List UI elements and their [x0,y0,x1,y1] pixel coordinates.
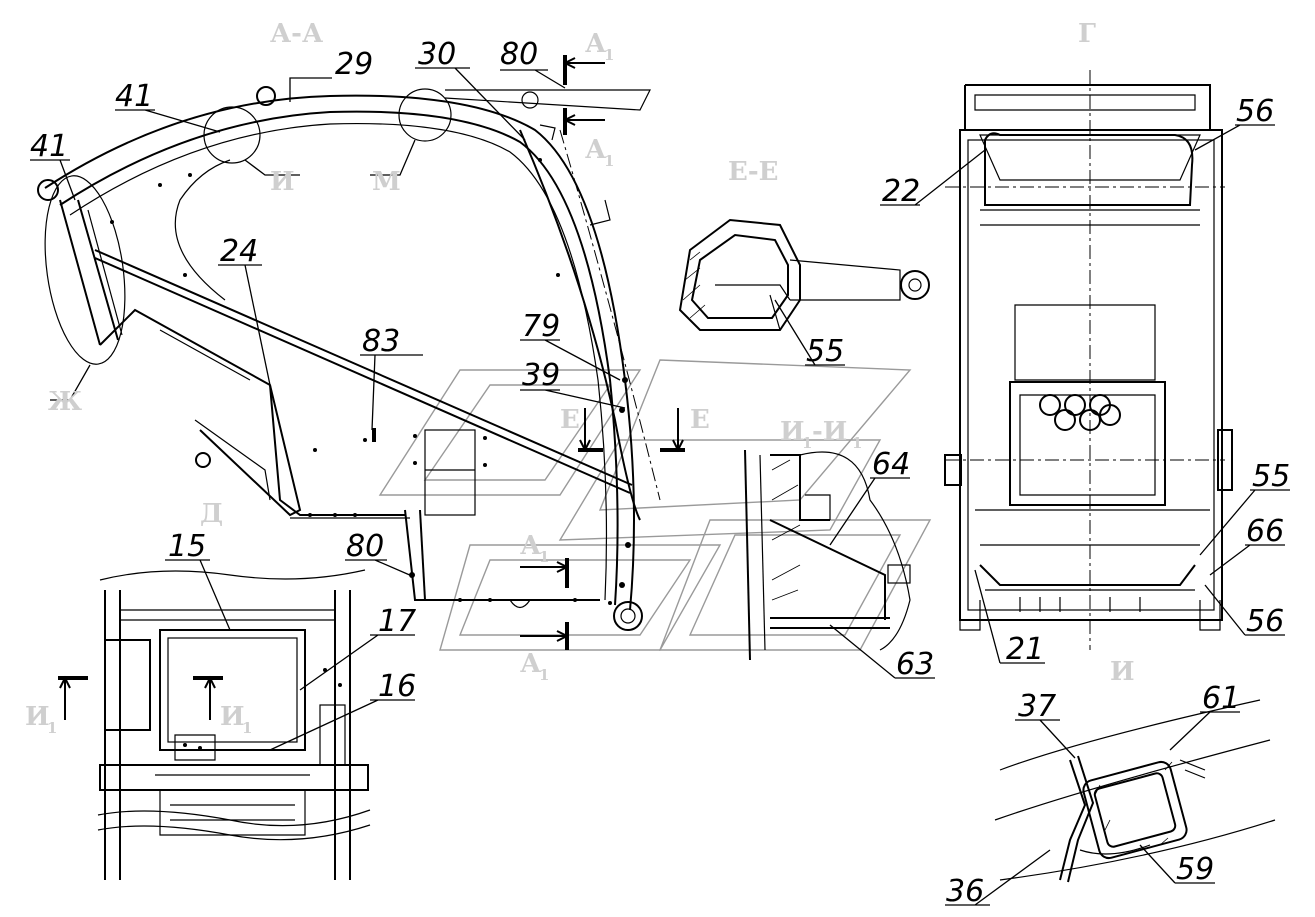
svg-text:И: И [780,417,805,447]
part-37: 37 [1018,689,1056,724]
svg-text:1: 1 [242,719,252,737]
part-55-g: 55 [1252,459,1290,494]
detail-m-circle [398,88,452,142]
svg-text:1: 1 [852,434,862,452]
cut-e-left-label: Е [560,405,580,435]
section-aa-label: А-А [270,19,323,49]
detail-m-callout-label: М [372,167,401,197]
detail-i-callout-label: И [270,167,295,197]
part-41-a: 41 [115,79,153,114]
part-36: 36 [946,874,984,909]
detail-i-view [994,699,1276,883]
svg-text:А: А [585,29,606,59]
detail-zh-callout-label: Ж [48,387,82,417]
part-66: 66 [1246,514,1284,549]
svg-text:1: 1 [604,152,614,170]
svg-text:1: 1 [539,666,549,684]
svg-text:А: А [520,531,541,561]
part-79: 79 [522,309,560,344]
part-16: 16 [378,669,416,704]
part-21: 21 [1006,632,1044,667]
part-56-bottom: 56 [1246,604,1284,639]
cutting-plane-markers [58,55,685,720]
part-80-bottom: 80 [346,529,384,564]
svg-text:-И: -И [812,417,847,447]
view-d [97,569,371,880]
svg-text:1: 1 [47,719,57,737]
svg-text:1: 1 [539,548,549,566]
part-41-b: 41 [30,129,68,164]
part-55-ee: 55 [806,334,844,369]
svg-text:И: И [220,702,245,732]
section-aa-view [37,86,661,631]
detail-i-label: И [1110,657,1135,687]
svg-text:А: А [585,135,606,165]
svg-text:И: И [25,702,50,732]
section-ee-label: Е-Е [728,157,778,187]
leader-lines [30,67,1290,906]
part-56-top: 56 [1236,94,1274,129]
part-61: 61 [1202,681,1240,716]
watermark-logo [378,359,932,651]
part-59: 59 [1176,852,1214,887]
section-i1i1-label: И 1 -И 1 [780,417,862,452]
view-d-label: Д [200,499,223,529]
section-ee-view [678,218,930,331]
cut-a1-labels: А 1 А 1 А 1 А 1 [520,29,614,684]
part-30: 30 [418,37,456,72]
section-i1i1-view [744,449,911,661]
part-24: 24 [220,234,258,269]
detail-i-circle [203,106,261,164]
part-83: 83 [362,324,400,359]
cut-i1-labels: И 1 И 1 [25,702,252,737]
part-number-labels: 29 30 80 41 41 24 83 79 39 80 55 56 22 5… [30,37,1290,909]
svg-text:1: 1 [802,434,812,452]
part-15: 15 [168,529,206,564]
view-g [944,70,1233,650]
part-39: 39 [522,358,560,393]
svg-text:1: 1 [604,46,614,64]
part-17: 17 [378,604,416,639]
part-29: 29 [335,47,373,82]
part-80-top: 80 [500,37,538,72]
detail-zh-ellipse [44,175,126,365]
svg-text:А: А [520,649,541,679]
cut-e-right-label: Е [690,405,710,435]
view-g-label: Г [1078,19,1096,49]
part-22: 22 [882,174,920,209]
part-64: 64 [872,447,910,482]
part-63: 63 [896,647,934,682]
